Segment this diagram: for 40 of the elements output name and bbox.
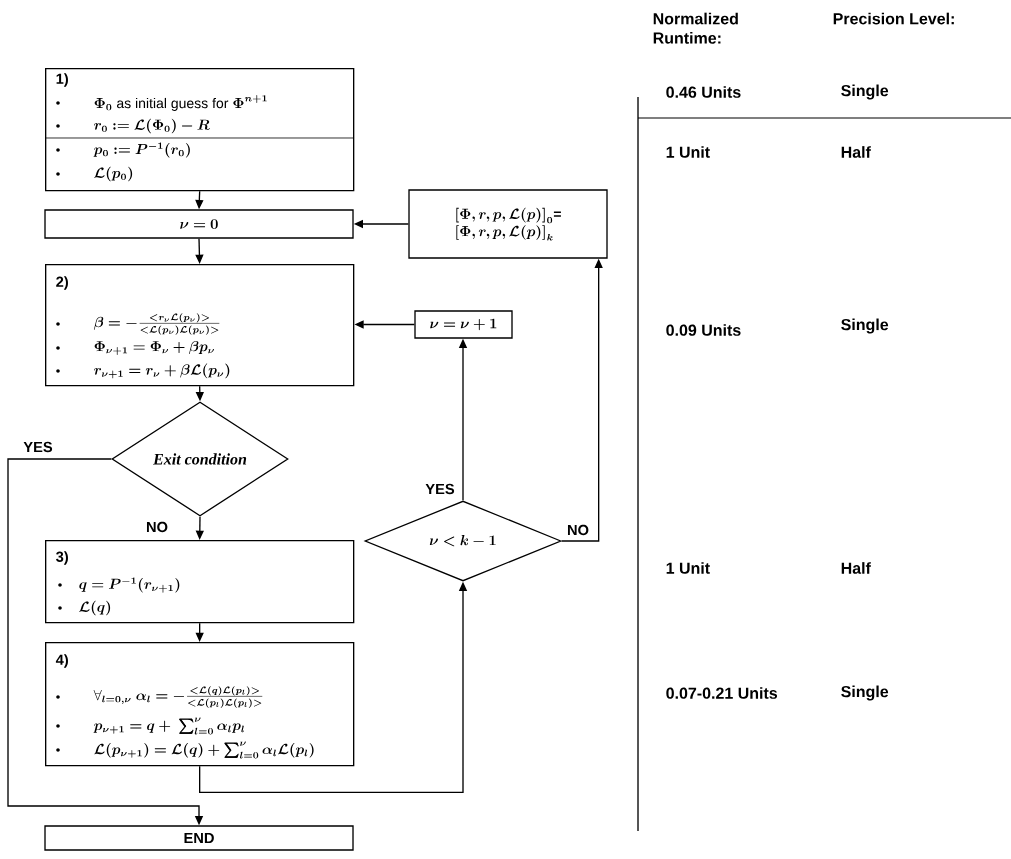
table-value: 0.46 Units [666,86,741,98]
process-box: $\bm{\nu = 0}$ [44,209,354,239]
table-value: Single [841,84,889,100]
table-value: 0.09 Units [666,324,741,336]
formula: $\bm{\mathcal{L}(q)}$ [79,600,111,616]
process-box: $\bm{\nu = \nu + 1}$ [414,310,513,339]
formula: $\bm{\mathcal{L}(p_0)}$ [94,166,133,182]
formula: $\bm{\Phi_{\nu+1} = \Phi_\nu + \beta p_\nu}$ [94,340,214,355]
edge-label: NO [144,520,170,534]
process-box [44,68,355,192]
process-box [45,642,355,767]
formula: $\bm{r_{\nu+1} = r_\nu + \beta\mathcal{L}(p_\nu)}$ [94,363,230,379]
end-box: END [44,825,354,851]
column-header: Normalized Runtime: [653,12,738,44]
step-number: 1) [56,73,68,87]
process-box: $\begin{array}{@{}l@{}}\bm{[\Phi, r, p, \mathcal{L}(p)]_0}\textbf{=}\\ \bm{[\Phi, r, p, \mathcal{L}(p)]_k}\end{array}$ [408,189,608,259]
table-value: 1 Unit [666,146,710,158]
formula: $\forall_{\bm{l=0,\nu}}\ \bm{\alpha_l = -\frac{<\mathcal{L}(q)\mathcal{L}(p_l)>}{<\mathcal{L}(p_l)\mathcal{L}(p_l)>}}$ [93,686,263,708]
formula: $\bm{p_{\nu+1} = q +\ \sum_{l=0}^{\nu}\alpha_l p_l}$ [93,717,244,735]
edge-label: YES [424,482,456,496]
formula: $\bm{\beta = -\frac{<r_\nu \mathcal{L}(p_\nu)>}{<\mathcal{L}(p_\nu)\mathcal{L}(p_\nu)>}}$ [93,313,220,335]
formula: $\bm{\Phi_0}\text{ as initial guess for }\bm{\Phi^{n+1}}$ [94,95,267,111]
process-box [45,540,355,624]
table-value: 1 Unit [666,562,710,574]
table-value: Single [841,685,889,701]
edge-label: YES [22,440,54,454]
step-number: 4) [55,654,68,668]
formula: $\bm{\mathcal{L}(p_{\nu+1}) = \mathcal{L}(q) + \sum_{l=0}^{\nu}\alpha_l\mathcal{L}(p_l)}$ [94,741,314,759]
step-number: 2) [56,276,68,290]
table-value: Half [841,562,871,574]
formula: $\bm{q = P^{-1}(r_{\nu+1})}$ [79,577,180,593]
table-value: 0.07-0.21 Units [666,687,778,699]
formula: $\bm{p_0 := P^{-1}(r_0)}$ [93,142,190,158]
table-value: Single [841,318,889,334]
column-header: Precision Level: [833,12,954,25]
process-box [45,264,355,387]
step-number: 3) [56,551,68,565]
formula: $\bm{r_0 := \mathcal{L}(\Phi_0) - R}$ [94,118,210,134]
table-value: Half [841,146,871,158]
edge-label: NO [565,523,591,537]
